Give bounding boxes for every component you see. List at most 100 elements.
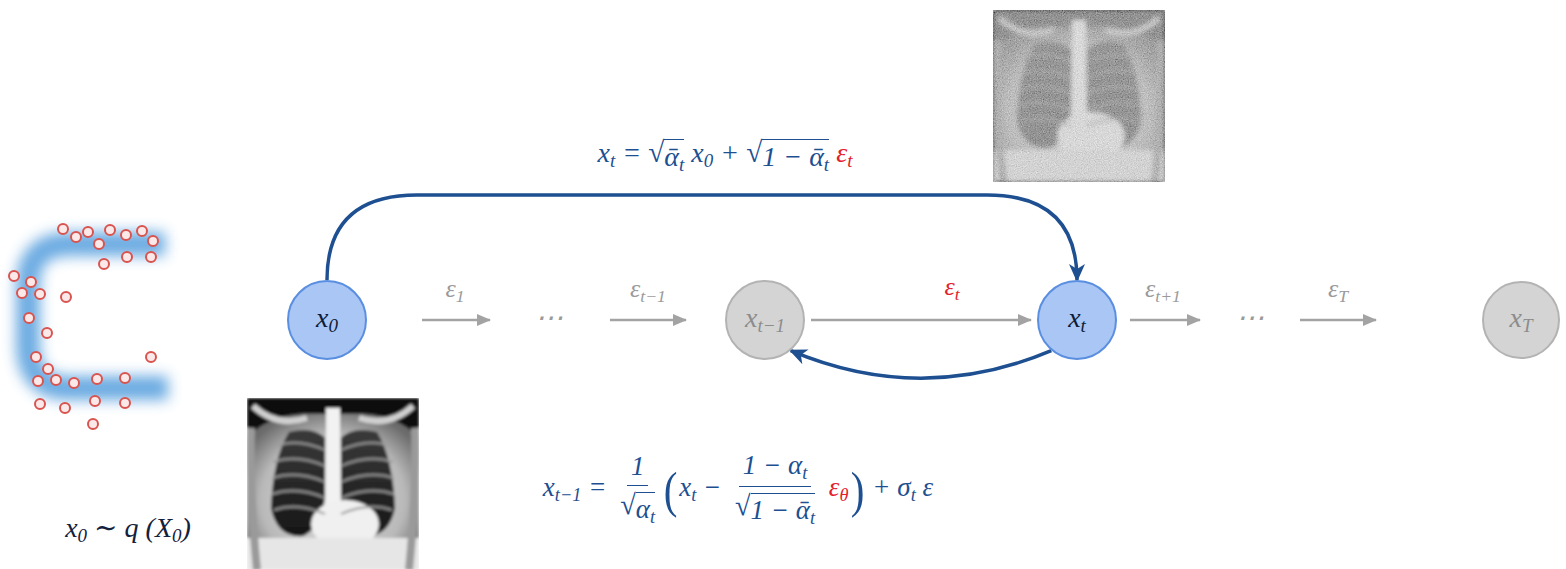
sample-dot — [43, 364, 53, 374]
text-run: x — [1068, 302, 1080, 333]
text-run: x — [1509, 302, 1521, 333]
noise-label-holder: ε1 — [445, 274, 464, 306]
text-run: = — [615, 137, 648, 168]
sample-dot — [58, 224, 68, 234]
sample-dots — [9, 224, 158, 429]
radicand: ᾱt — [664, 139, 684, 175]
sample-dot — [17, 288, 27, 298]
subscript: t−1 — [640, 286, 666, 306]
density-band — [28, 244, 168, 388]
text-run: ) — [182, 512, 191, 543]
state-circle: xt — [1037, 280, 1117, 360]
subscript: t — [847, 151, 852, 172]
noise-label-holder: ⋯ — [535, 302, 563, 334]
square-root: √αt — [620, 489, 655, 527]
sample-dot — [105, 225, 115, 235]
chain-arrows — [422, 319, 1376, 322]
sample-dot — [88, 419, 98, 429]
chain-arrow — [1130, 319, 1200, 322]
sample-dot — [24, 313, 34, 323]
text-run: α — [636, 494, 650, 524]
fraction: 1 √αt — [616, 452, 659, 527]
sample-dot — [94, 239, 104, 249]
sample-dot — [69, 378, 79, 388]
text-run: σ — [897, 472, 910, 502]
noise-label-holder: εt — [944, 272, 959, 304]
distribution-label: x0 ∼ q (X0) — [65, 512, 191, 547]
sample-dot — [99, 259, 109, 269]
process-arrow — [327, 195, 1077, 280]
sample-dot — [60, 403, 70, 413]
subscript: 0 — [328, 316, 338, 337]
formula-holder: xt = √ᾱt x0 + √1 − ᾱt εt — [597, 136, 852, 175]
noise-label-holder: εT — [1328, 274, 1348, 306]
square-root: √1 − ᾱt — [735, 490, 815, 528]
sample-dot — [35, 399, 45, 409]
subscript: t — [610, 151, 615, 172]
sample-dot — [71, 232, 81, 242]
sample-dot — [120, 373, 130, 383]
text-run: x — [597, 137, 609, 168]
sample-dot — [42, 328, 52, 338]
subscript: t — [955, 284, 960, 304]
text-run: ε — [836, 137, 847, 168]
chain-arrow — [610, 319, 686, 322]
subscript: T — [1522, 316, 1533, 337]
text-run — [822, 472, 829, 502]
sample-dot — [146, 252, 156, 262]
text-run: 1 − ᾱ — [751, 495, 810, 525]
numerator: 1 — [627, 452, 649, 486]
noise-label-holder: εt−1 — [630, 274, 666, 306]
sample-dot — [51, 375, 61, 385]
subscript: t — [911, 485, 916, 505]
noise-label-holder: εt+1 — [1145, 274, 1181, 306]
radical-sign: √ — [648, 136, 664, 168]
chain-arrow — [1300, 319, 1376, 322]
noise-label: ⋯ — [1236, 302, 1264, 334]
text-run: x — [679, 472, 691, 502]
sample-dot — [35, 289, 45, 299]
radicand: 1 − ᾱt — [751, 493, 816, 528]
subscript: t — [650, 507, 655, 527]
chain-arrow — [422, 319, 490, 322]
text-run: ε — [1145, 274, 1155, 303]
sample-dot — [26, 277, 36, 287]
radicand: αt — [636, 492, 655, 527]
text-run: ε — [944, 272, 954, 301]
subscript: 1 — [456, 286, 465, 306]
text-run: 1 — [631, 451, 645, 481]
subscript: t−1 — [555, 485, 582, 505]
sample-dot — [122, 252, 132, 262]
subscript: t — [802, 463, 807, 483]
fraction: 1 − αt√1 − ᾱt — [731, 451, 819, 529]
sample-dot — [31, 352, 41, 362]
sample-dot — [148, 236, 158, 246]
text-run: x — [316, 302, 328, 333]
text-run: ᾱ — [664, 141, 679, 172]
noise-label: εt — [944, 272, 959, 304]
sample-dot — [61, 292, 71, 302]
text-run: 1 − ᾱ — [762, 141, 824, 172]
state-circle-grey: xt−1 — [725, 280, 805, 360]
sample-dot — [146, 352, 156, 362]
state-label: xt — [1068, 304, 1086, 335]
denominator: √1 − ᾱt — [731, 487, 819, 528]
subscript: T — [1338, 286, 1348, 306]
process-arrow — [791, 351, 1052, 379]
text-run: x — [745, 302, 757, 333]
text-run: ε — [916, 472, 933, 502]
radical-sign: √ — [746, 136, 762, 168]
text-run: ⋯ — [535, 302, 563, 333]
state-label: x0 — [316, 304, 338, 335]
parenthesis: ) — [850, 464, 864, 515]
sample-dot — [120, 398, 130, 408]
state-label: xT — [1509, 304, 1532, 335]
square-root: √ᾱt — [648, 136, 684, 175]
subscript: t — [810, 509, 815, 529]
noise-label: εT — [1328, 274, 1348, 306]
state-circle-grey: xT — [1482, 281, 1560, 359]
highlight-run: εθ — [829, 472, 849, 502]
sample-dot — [9, 271, 19, 281]
text-run: ε — [829, 472, 840, 502]
